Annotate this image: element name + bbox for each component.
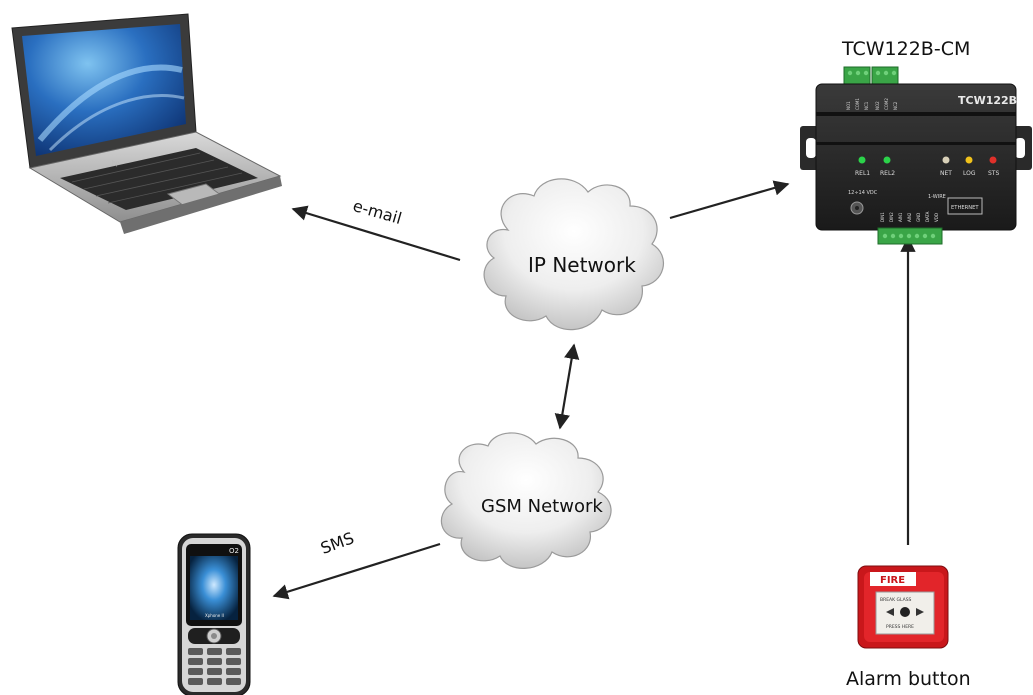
tcw122b-device-icon: TCW122B REL1 REL2 NET LOG STS 12÷14 VDC … <box>800 66 1032 245</box>
mobile-phone-icon: O2 Xphone II <box>177 533 251 695</box>
top-pin-label: COM2 <box>884 98 889 110</box>
fire-alarm-button-icon: FIRE BREAK GLASS PRESS HERE <box>857 565 949 649</box>
ip-to-device-arrow <box>669 180 790 220</box>
sms-arrow <box>272 542 441 600</box>
power-label: 12÷14 VDC <box>848 190 878 196</box>
bottom-pin-label: GND <box>916 213 921 222</box>
alarm-button-label: Alarm button <box>846 668 971 690</box>
phone-brand: O2 <box>229 547 239 555</box>
laptop-icon: hp <box>11 13 282 234</box>
sts-led <box>989 156 997 164</box>
sts-label: STS <box>988 170 999 177</box>
laptop-brand: hp <box>112 160 120 167</box>
press-here-text: PRESS HERE <box>886 624 914 630</box>
email-arrow <box>291 205 461 262</box>
ip-gsm-link-arrow <box>554 343 580 430</box>
bottom-pin-label: DIN1 <box>880 212 885 222</box>
ip-network-label: IP Network <box>528 253 636 277</box>
gsm-network-cloud-icon <box>440 432 612 569</box>
bottom-pin-label: DATA <box>925 211 930 222</box>
top-pin-label: NO1 <box>846 101 851 110</box>
log-led <box>965 156 973 164</box>
break-glass-text: BREAK GLASS <box>880 597 912 603</box>
top-pin-label: NO2 <box>875 101 880 110</box>
ethernet-port-icon <box>947 197 983 215</box>
fire-text: FIRE <box>880 575 905 586</box>
log-label: LOG <box>963 170 976 177</box>
ethernet-label: ETHERNET <box>951 205 979 211</box>
rel2-led <box>883 156 891 164</box>
net-label: NET <box>940 170 952 177</box>
device-title: TCW122B-CM <box>842 38 971 60</box>
top-pin-label: COM1 <box>855 98 860 110</box>
bottom-pin-label: AIN1 <box>898 212 903 222</box>
rel1-led <box>858 156 866 164</box>
top-pin-label: NC1 <box>864 101 869 110</box>
bottom-pin-label: AIN2 <box>907 212 912 222</box>
net-led <box>942 156 950 164</box>
rel1-label: REL1 <box>855 170 870 177</box>
gsm-network-label: GSM Network <box>481 496 603 517</box>
device-brand: TCW122B <box>958 94 1017 107</box>
top-pin-label: NC2 <box>893 101 898 110</box>
bottom-pin-label: DIN2 <box>889 212 894 222</box>
onewire-label: 1-WIRE <box>928 194 946 200</box>
phone-name: Xphone II <box>205 613 224 618</box>
bottom-pin-label: VDD <box>934 213 939 222</box>
rel2-label: REL2 <box>880 170 895 177</box>
ip-network-cloud-icon <box>483 178 664 331</box>
